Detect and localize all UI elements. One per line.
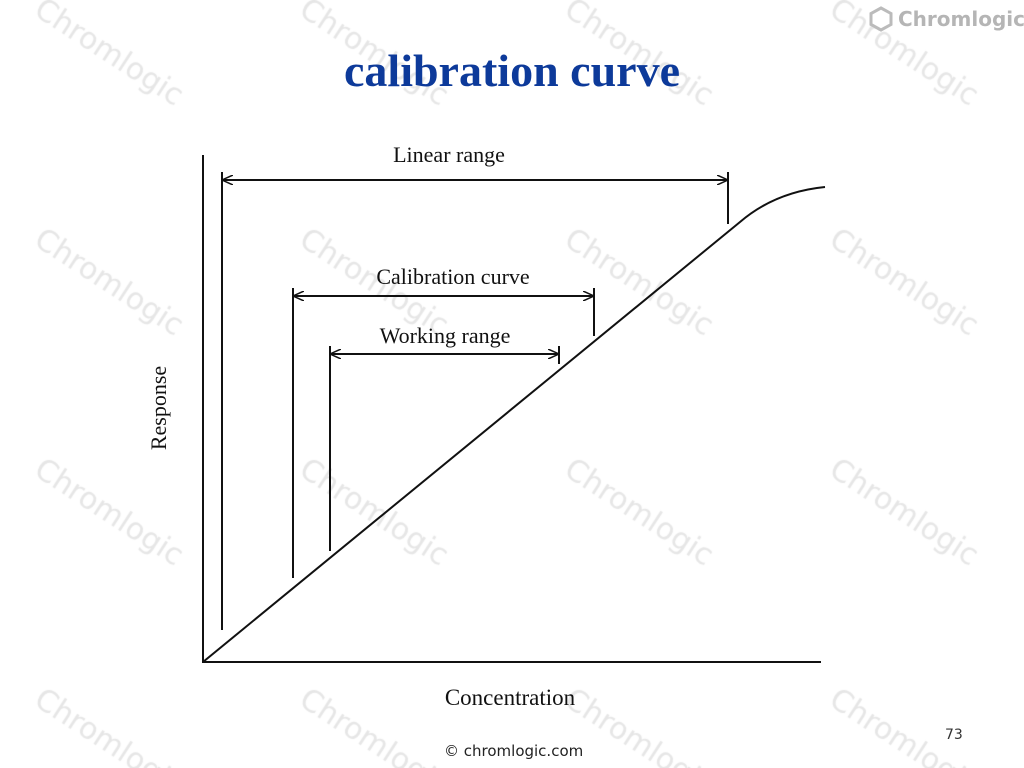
- linear-range-label: Linear range: [393, 142, 505, 167]
- x-axis-label: Concentration: [445, 685, 576, 710]
- hexagon-icon: [869, 6, 893, 32]
- footer-copyright: © chromlogic.com: [444, 742, 584, 760]
- working-range-label: Working range: [380, 323, 511, 348]
- calibration-curve-label: Calibration curve: [376, 264, 529, 289]
- page-number: 73: [945, 727, 963, 743]
- y-axis-label: Response: [146, 366, 171, 450]
- calibration-line: [202, 186, 826, 663]
- logo-text: Chromlogic: [898, 7, 1024, 31]
- chromlogic-logo: Chromlogic: [868, 6, 1024, 32]
- slide-title: calibration curve: [344, 45, 680, 96]
